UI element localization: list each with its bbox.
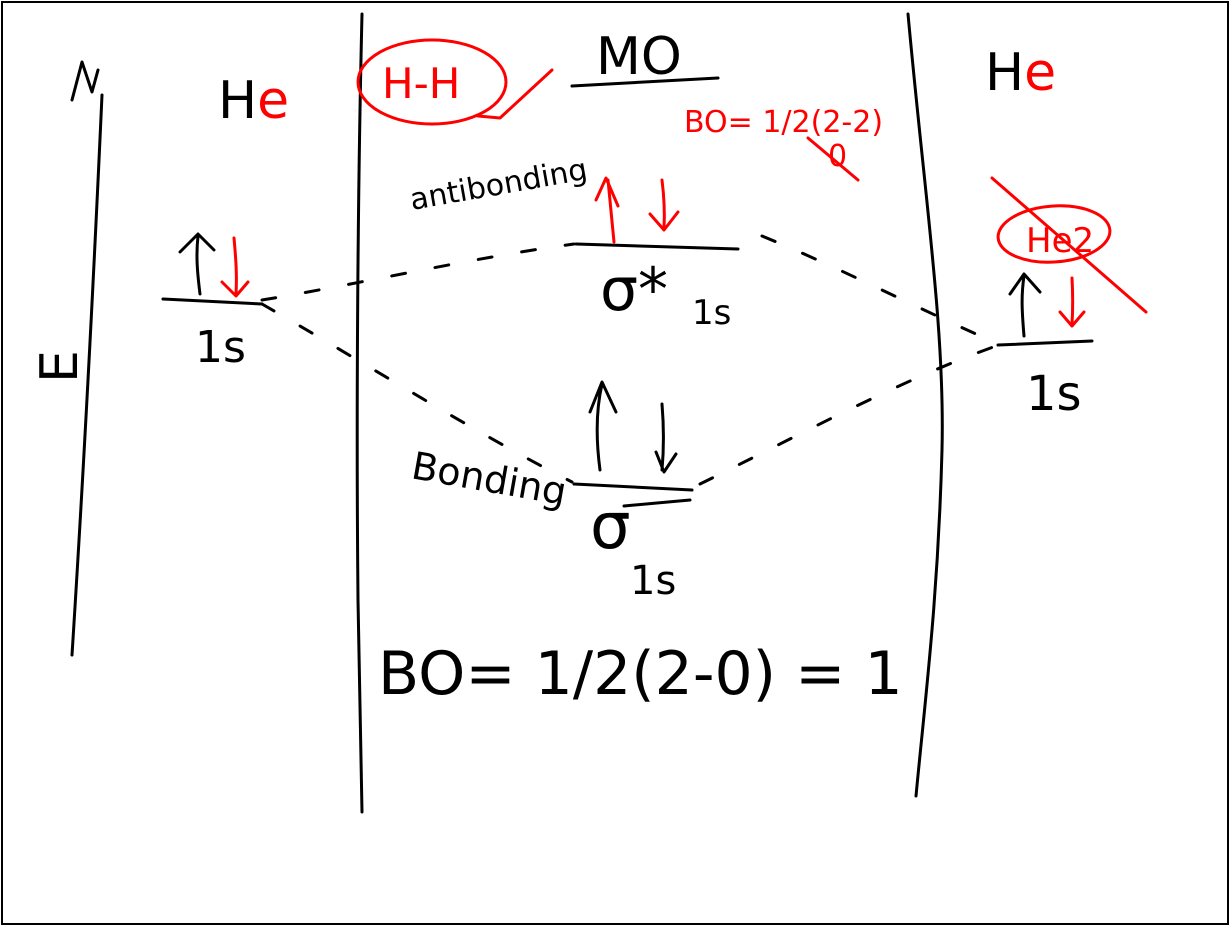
left-to-antibonding-connector: [260, 242, 576, 302]
mo-header: MO: [596, 27, 682, 87]
right-1s-label: 1s: [1026, 366, 1082, 422]
molecule-note: H-H: [356, 38, 554, 126]
left-1s-label: 1s: [195, 322, 246, 373]
molecule-circle: [356, 38, 508, 126]
right-1s-energy-line: [996, 339, 1094, 347]
bond-order-main: BO= 1/2(2-0) = 1: [378, 639, 903, 709]
orbital-connectors: [260, 234, 1000, 486]
antibonding-electron-up: [594, 176, 620, 244]
he2-label: He2: [1026, 221, 1094, 261]
bonding-orbital-subscript: 1s: [630, 558, 676, 604]
he2-circle: [996, 204, 1112, 264]
molecule-label: H-H: [382, 59, 460, 108]
right-crossed-he2-note: He2: [990, 176, 1148, 314]
left-atom-label: He: [218, 71, 289, 131]
bonding-energy-line-2: [622, 498, 692, 508]
bond-order-note: BO= 1/2(2-2) 0: [684, 105, 883, 182]
right-atom-label: He: [985, 43, 1056, 103]
bonding-electron-down: [654, 402, 678, 474]
bonding-energy-line-1: [572, 482, 694, 492]
mo-header-underline: [570, 76, 720, 88]
check-mark: [476, 68, 554, 120]
left-electron-up: [178, 232, 216, 296]
right-atom-1s-level: 1s: [996, 272, 1094, 422]
antibonding-orbital-symbol: σ*: [600, 255, 668, 325]
bond-order-note-slash: [806, 136, 860, 182]
antibonding-to-right-connector: [760, 234, 1000, 346]
left-to-bonding-connector: [260, 302, 574, 484]
energy-axis-label: E: [30, 350, 90, 383]
left-1s-energy-line: [161, 297, 264, 306]
bonding-orbital-symbol: σ: [590, 490, 631, 564]
bonding-electron-up: [588, 380, 618, 472]
left-atom-1s-level: 1s: [161, 232, 264, 373]
he2-cross-line: [990, 176, 1148, 314]
antibonding-orbital-subscript: 1s: [692, 293, 731, 333]
antibonding-energy-line: [574, 242, 740, 251]
antibonding-electron-down: [648, 178, 680, 232]
right-column-divider: [906, 12, 944, 798]
energy-axis-arrow: [70, 60, 104, 657]
bond-order-note-text: BO= 1/2(2-2): [684, 105, 883, 140]
right-electron-down: [1058, 276, 1086, 328]
right-electron-up: [1008, 272, 1042, 338]
left-column-divider: [355, 12, 364, 814]
left-electron-down: [220, 236, 250, 298]
